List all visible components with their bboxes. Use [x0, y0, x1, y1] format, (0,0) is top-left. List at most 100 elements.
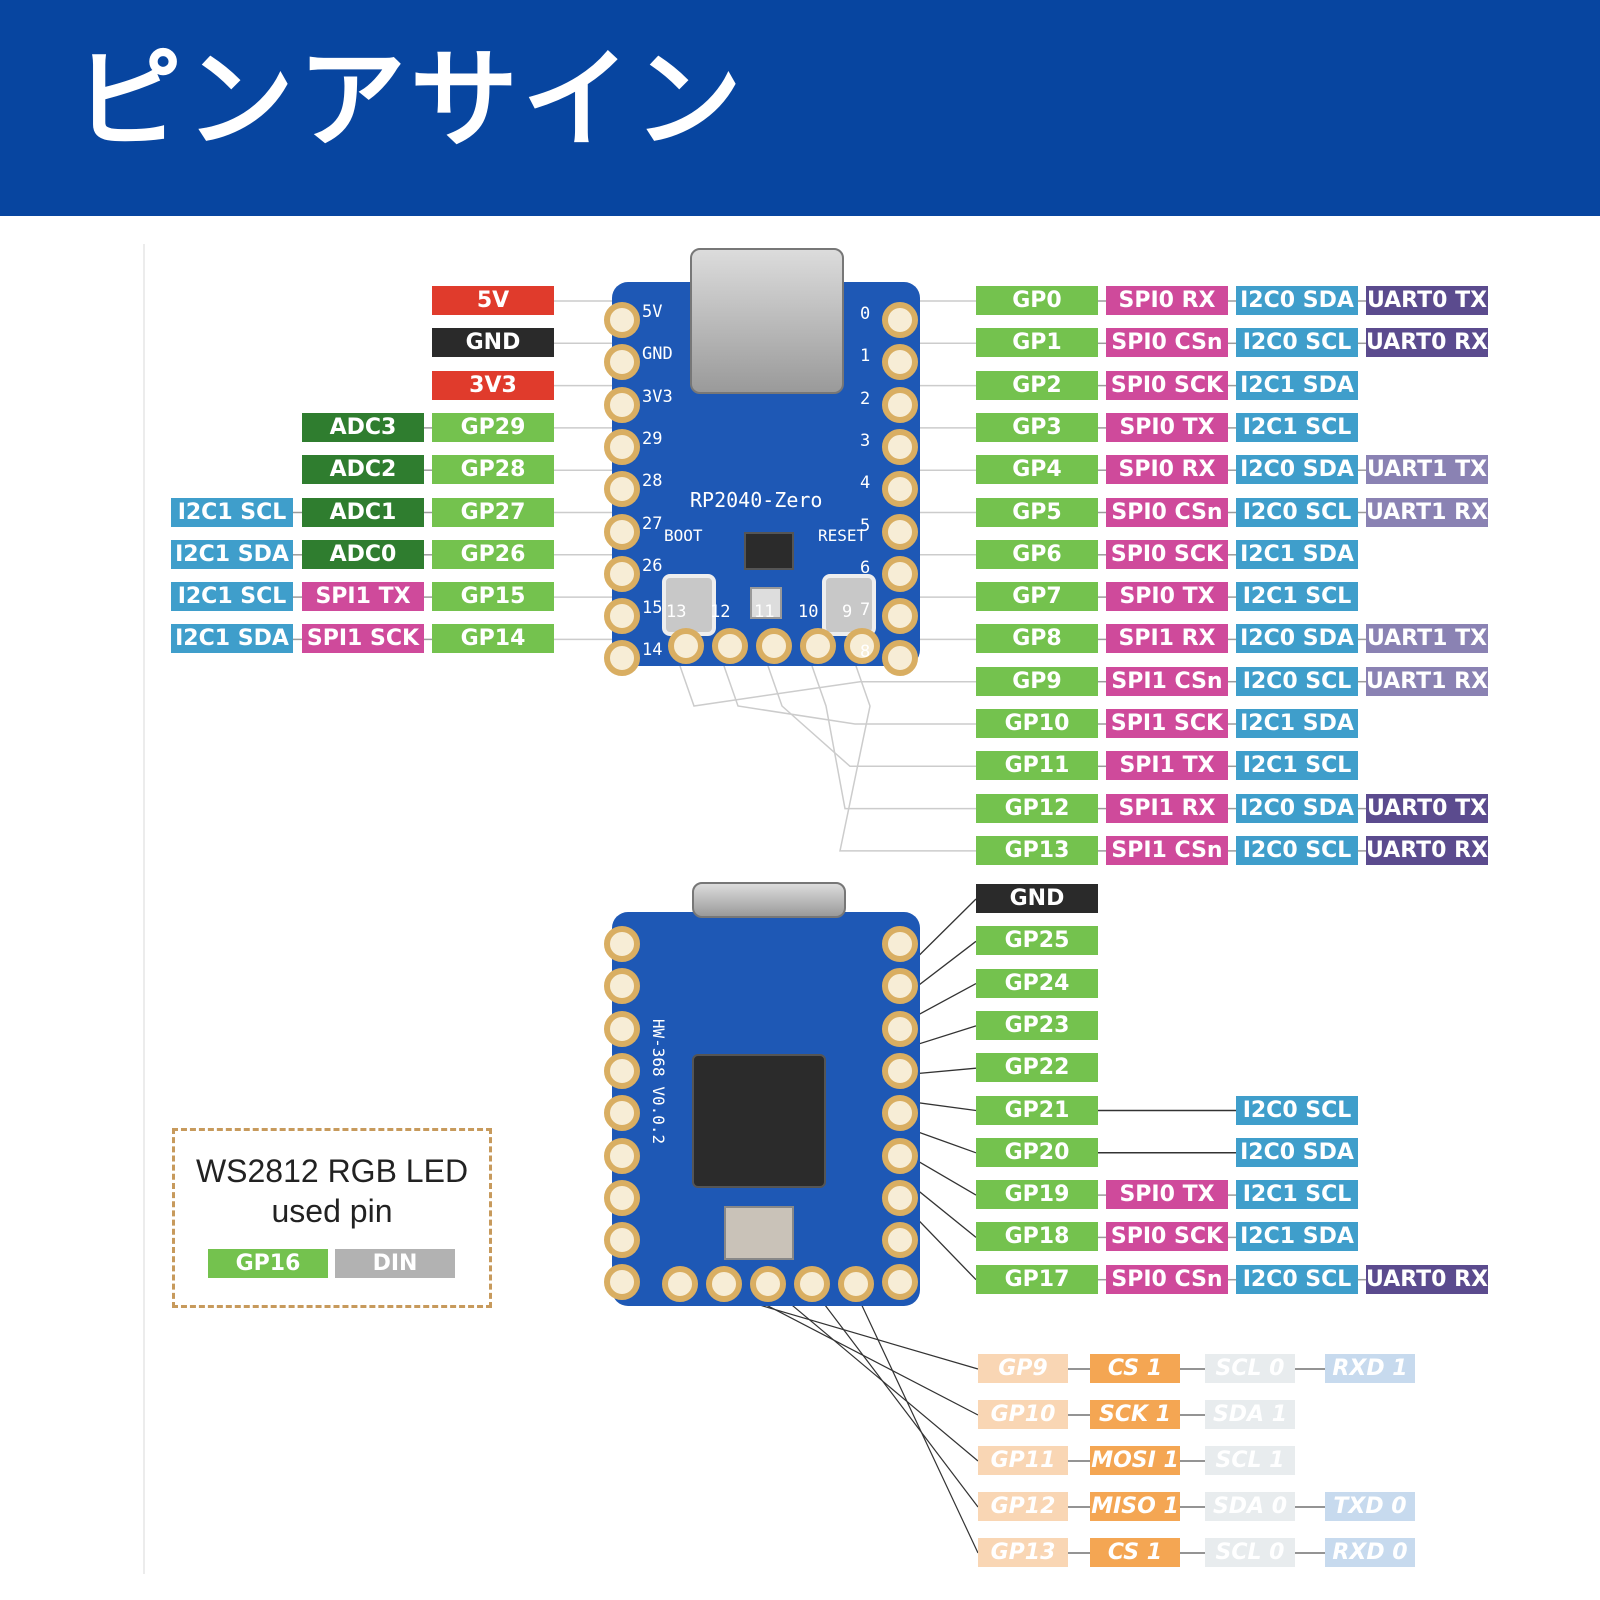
- silk-pin-number: 2: [860, 388, 871, 409]
- pin-label-gp18: GP18: [976, 1222, 1098, 1252]
- silk-pin-number: 3V3: [642, 386, 673, 407]
- pin-label-uart1-rx: UART1 RX: [1366, 666, 1488, 696]
- pin-label-uart1-tx: UART1 TX: [1366, 455, 1488, 485]
- page-title: ピンアサイン: [74, 38, 747, 163]
- pin-label-gp19: GP19: [976, 1180, 1098, 1210]
- pad-right-back-7: [882, 1222, 918, 1259]
- pin-label-adc2: ADC2: [302, 455, 424, 485]
- pin-label-uart0-rx: UART0 RX: [1366, 1264, 1488, 1294]
- pad-right-back-2: [882, 1010, 918, 1047]
- pad-right-3: [882, 428, 918, 465]
- pad-right-back-3: [882, 1052, 918, 1089]
- pad-left-back-6: [604, 1179, 640, 1216]
- pin-label-cs-1: CS 1: [1090, 1354, 1180, 1383]
- led-pin-din: DIN: [335, 1249, 455, 1278]
- silk-pin-number: 14: [642, 640, 663, 661]
- pin-label-spi1-tx: SPI1 TX: [1106, 751, 1228, 781]
- silk-pin-number: 9: [842, 602, 853, 622]
- pad-bottom-back-2: [750, 1266, 786, 1302]
- usb-c-connector-back: [692, 882, 846, 918]
- pad-left-8: [604, 640, 640, 677]
- pin-label-gp11: GP11: [976, 751, 1098, 781]
- pin-label-i2c1-sda: I2C1 SDA: [1236, 709, 1358, 738]
- pin-label-spi0-csn: SPI0 CSn: [1106, 1264, 1228, 1294]
- pin-label-gp24: GP24: [976, 968, 1098, 998]
- rgb-led: [750, 587, 782, 619]
- pin-leader-alt: [849, 1279, 979, 1554]
- pad-left-back-4: [604, 1095, 640, 1132]
- pin-label-gp28: GP28: [432, 455, 554, 485]
- pin-label-gp10: GP10: [978, 1400, 1068, 1429]
- pad-left-6: [604, 555, 640, 592]
- silk-pin-number: 26: [642, 555, 663, 576]
- pin-label-uart0-tx: UART0 TX: [1366, 793, 1488, 823]
- pin-label-spi1-rx: SPI1 RX: [1106, 624, 1228, 654]
- silk-pin-number: 3: [860, 430, 871, 451]
- silk-pin-number: 28: [642, 471, 663, 492]
- pad-bottom-back-1: [706, 1266, 742, 1302]
- pin-label-gp14: GP14: [432, 624, 554, 654]
- silk-pin-number: 11: [754, 602, 775, 622]
- pad-right-4: [882, 471, 918, 508]
- pin-label-i2c0-sda: I2C0 SDA: [1236, 455, 1358, 485]
- pin-label-i2c0-sda: I2C0 SDA: [1236, 286, 1358, 315]
- pin-leader-bottom: [811, 665, 976, 810]
- pin-label-i2c0-scl: I2C0 SCL: [1236, 1264, 1358, 1294]
- pin-label-i2c0-scl: I2C0 SCL: [1236, 1095, 1358, 1125]
- pin-label-5v: 5V: [432, 286, 554, 315]
- pad-bottom-4: [844, 628, 880, 664]
- pin-label-spi1-rx: SPI1 RX: [1106, 793, 1228, 823]
- pad-bottom-back-4: [838, 1266, 874, 1302]
- pin-label-spi0-csn: SPI0 CSn: [1106, 497, 1228, 527]
- pin-label-uart1-tx: UART1 TX: [1366, 624, 1488, 654]
- boot-label: BOOT: [664, 526, 703, 545]
- pin-label-i2c0-scl: I2C0 SCL: [1236, 835, 1358, 865]
- pad-left-back-8: [604, 1264, 640, 1301]
- pin-label-gp9: GP9: [978, 1354, 1068, 1383]
- silk-pin-number: 15: [642, 598, 663, 619]
- pin-label-spi0-sck: SPI0 SCK: [1106, 539, 1228, 569]
- pin-label-gnd: GND: [432, 328, 554, 358]
- pin-leader-alt: [805, 1279, 979, 1508]
- pad-right-0: [882, 302, 918, 338]
- pin-label-i2c1-scl: I2C1 SCL: [1236, 582, 1358, 612]
- pin-label-i2c1-scl: I2C1 SCL: [1236, 412, 1358, 442]
- pad-left-back-7: [604, 1222, 640, 1259]
- led-box-title: WS2812 RGB LED: [195, 1153, 469, 1189]
- pad-left-back-2: [604, 1010, 640, 1047]
- silk-pin-number: 5: [860, 515, 871, 536]
- pin-label-miso-1: MISO 1: [1090, 1492, 1180, 1521]
- pin-leader-bottom: [767, 665, 976, 768]
- pin-label-gp13: GP13: [976, 835, 1098, 865]
- pin-label-cs-1: CS 1: [1090, 1538, 1180, 1567]
- pin-label-spi1-sck: SPI1 SCK: [302, 624, 424, 654]
- pin-label-uart0-rx: UART0 RX: [1366, 328, 1488, 358]
- pin-label-gp4: GP4: [976, 455, 1098, 485]
- pad-right-5: [882, 513, 918, 550]
- pad-left-1: [604, 344, 640, 381]
- pin-label-gp5: GP5: [976, 497, 1098, 527]
- pin-label-gp1: GP1: [976, 328, 1098, 358]
- pin-label-rxd-1: RXD 1: [1325, 1354, 1415, 1383]
- pin-label-i2c0-sda: I2C0 SDA: [1236, 624, 1358, 654]
- pad-bottom-back-0: [662, 1266, 698, 1302]
- pin-label-spi0-rx: SPI0 RX: [1106, 286, 1228, 315]
- divider-line: [143, 244, 145, 1574]
- pin-label-gp26: GP26: [432, 539, 554, 569]
- led-box-subtitle: used pin: [271, 1193, 393, 1229]
- pad-right-back-6: [882, 1179, 918, 1216]
- pin-label-i2c0-sda: I2C0 SDA: [1236, 1137, 1358, 1167]
- silk-pin-number: 8: [860, 642, 871, 663]
- pin-label-gp21: GP21: [976, 1095, 1098, 1125]
- pin-label-i2c1-sda: I2C1 SDA: [171, 624, 293, 654]
- pin-label-i2c1-sda: I2C1 SDA: [171, 539, 293, 569]
- silk-pin-number: 27: [642, 513, 663, 534]
- pin-label-gp29: GP29: [432, 412, 554, 442]
- pin-label-gp3: GP3: [976, 412, 1098, 442]
- silk-pin-number: 1: [860, 346, 871, 367]
- pad-right-back-4: [882, 1095, 918, 1132]
- silk-pin-number: 29: [642, 428, 663, 449]
- pin-label-txd-0: TXD 0: [1325, 1492, 1415, 1521]
- silk-pin-number: 5V: [642, 302, 663, 322]
